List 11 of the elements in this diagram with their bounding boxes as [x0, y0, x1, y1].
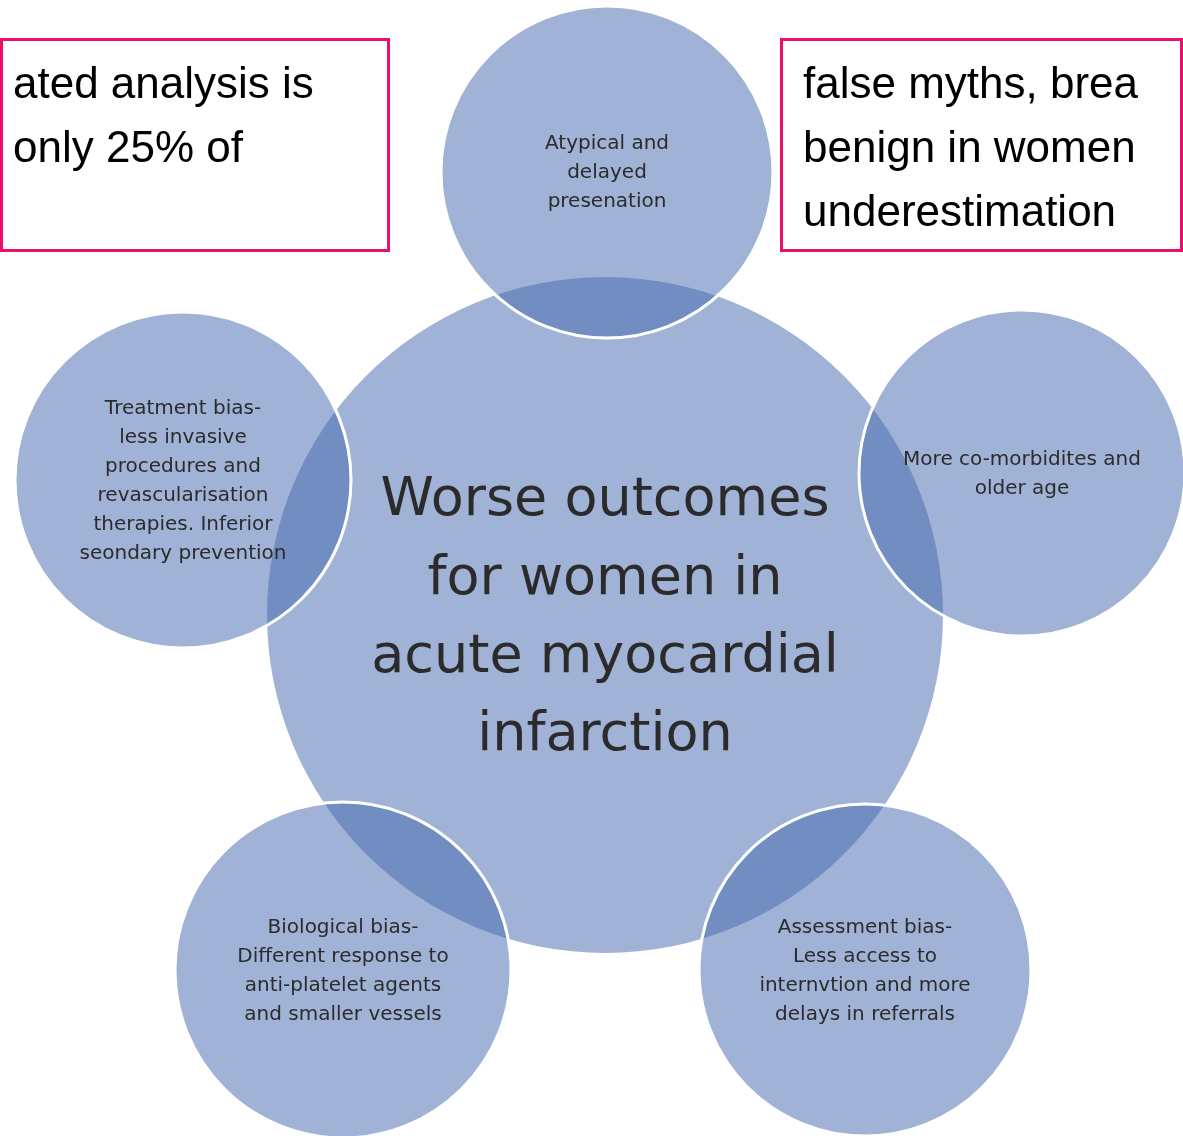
circle-text: Different response to anti-platelet agents and smaller vessels — [236, 942, 450, 1027]
circle-text: Worse outcomes for women in acute myocardial infarction — [370, 464, 840, 766]
circle-heading: Assessment bias- — [777, 913, 953, 940]
circle-heading: Treatment bias- — [104, 394, 262, 421]
callout-box: ated analysis is only 25% of — [0, 38, 390, 252]
circle-text: More co-morbidites and older age — [902, 445, 1142, 501]
circle-text: Atypical and delayed presenation — [543, 129, 671, 215]
circle-text: Less access to internvtion and more delays in referrals — [758, 942, 972, 1027]
circle-text: less invasive procedures and revascularisation therapies. Inferior seondary prevention — [78, 423, 288, 566]
circle-heading: Biological bias- — [267, 913, 419, 940]
callout-box: false myths, brea benign in women underestimation — [780, 38, 1183, 252]
